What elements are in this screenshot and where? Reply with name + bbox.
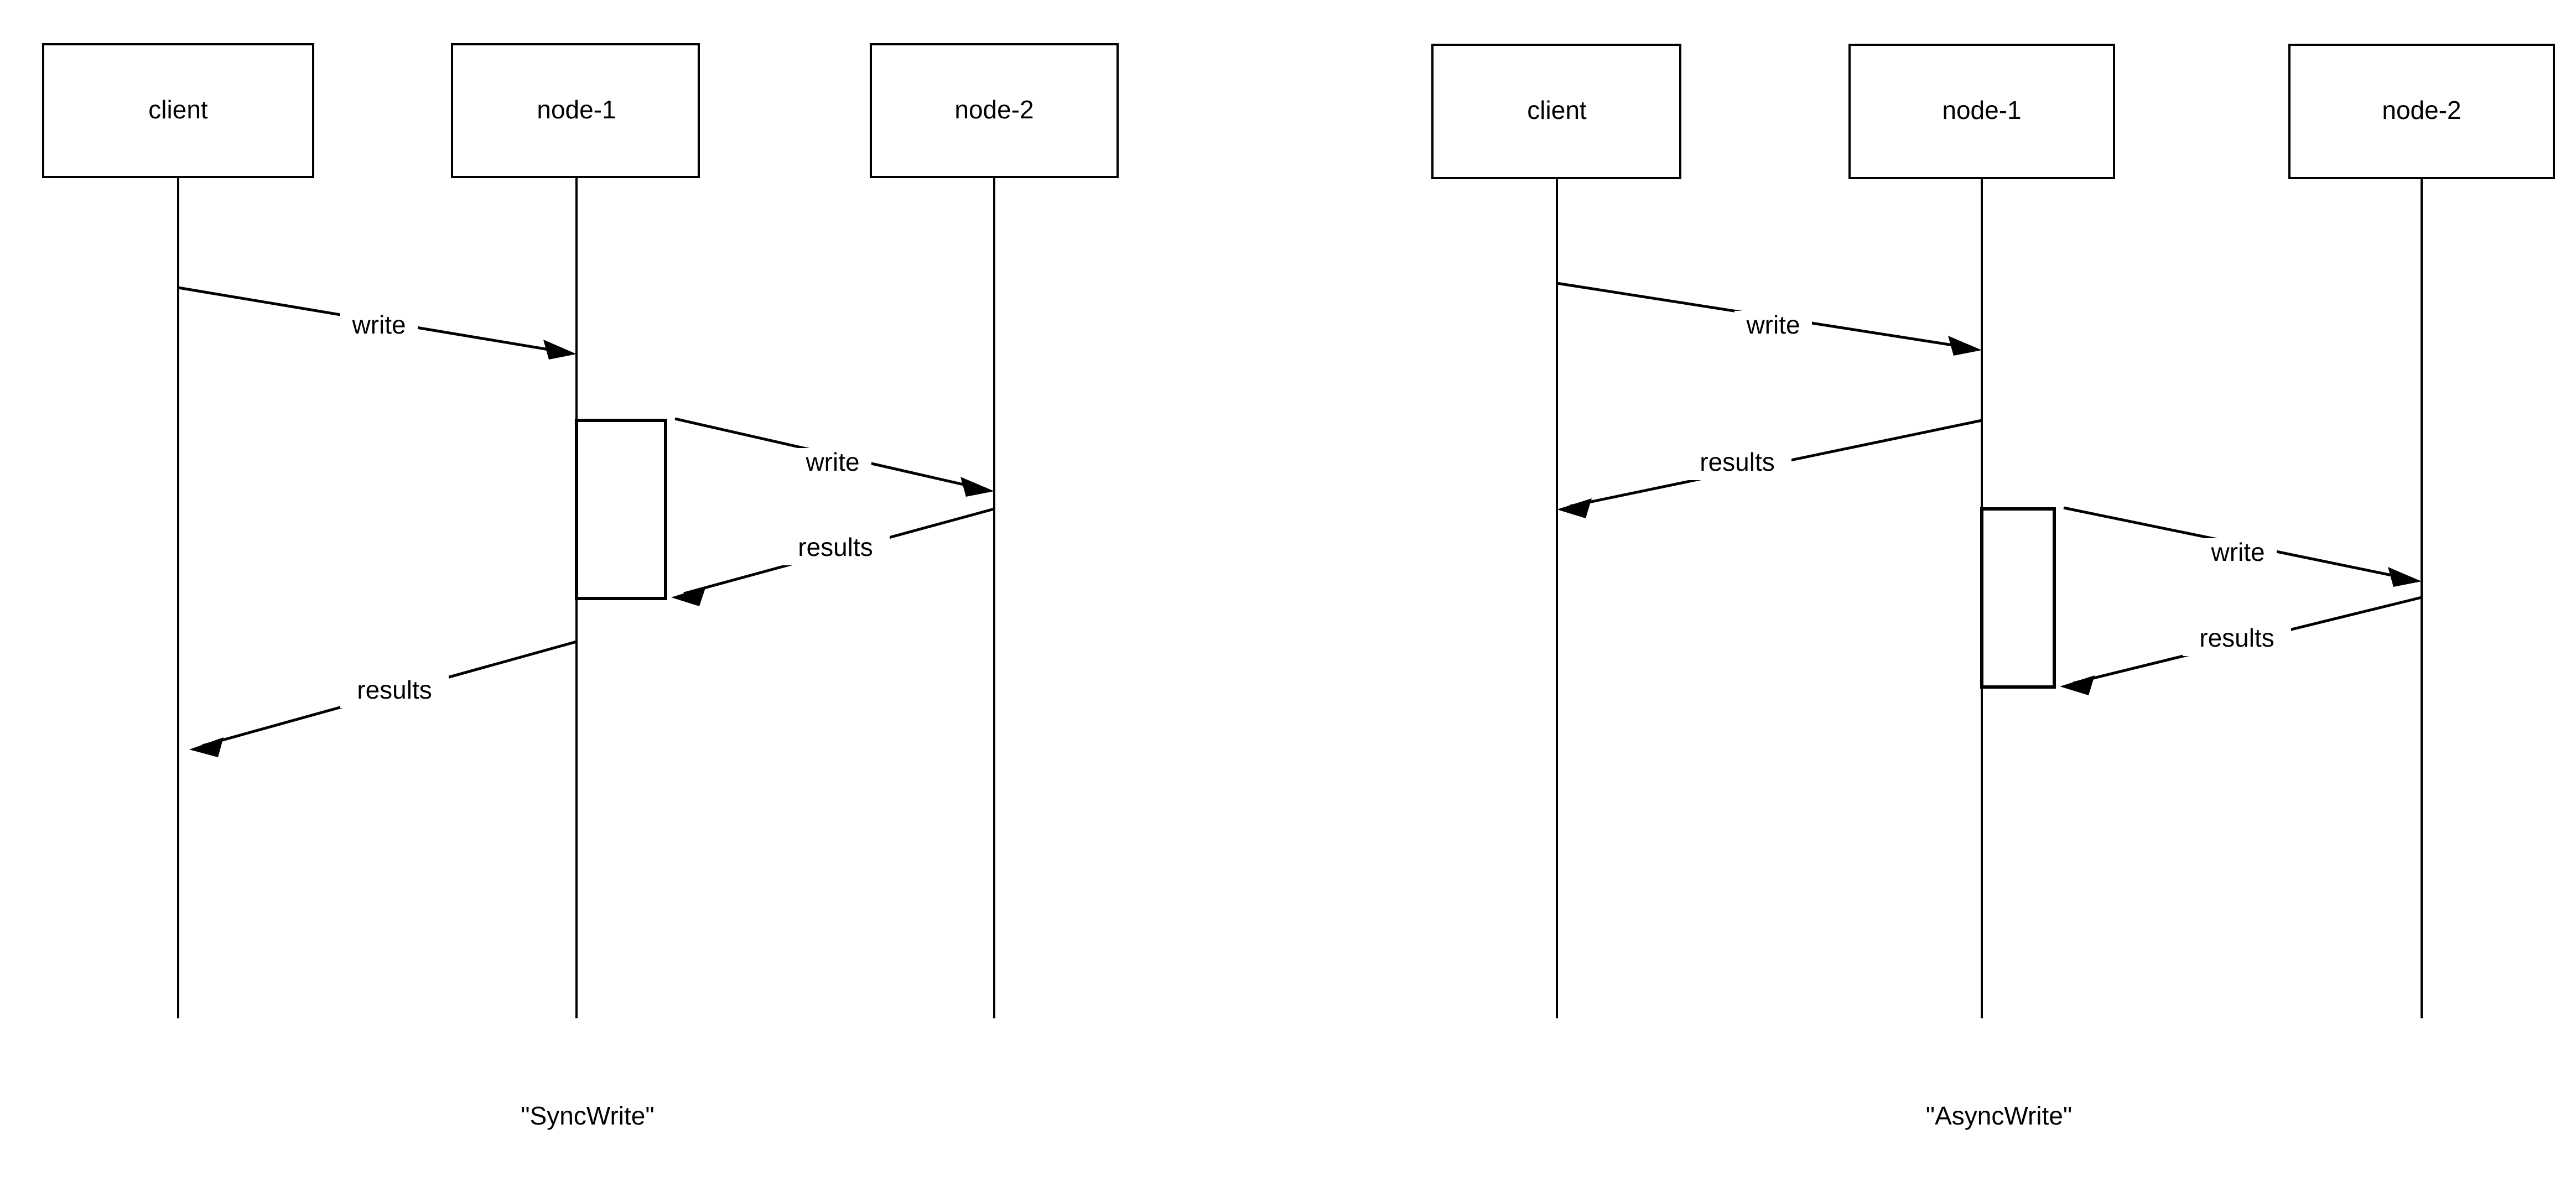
- message-write-client-to-node-1: write: [178, 286, 577, 360]
- message-results-node-1-to-client: results: [1557, 419, 1982, 518]
- message-label-write: write: [2210, 538, 2265, 566]
- activation-box-node-1: [575, 419, 667, 600]
- message-write-node-1-to-node-2: write: [674, 417, 994, 497]
- participant-label-client: client: [1527, 96, 1587, 124]
- participant-box-node-2: [870, 43, 1119, 178]
- participant-label-node-1: node-1: [1942, 96, 2021, 124]
- message-label-results: results: [357, 675, 432, 704]
- participant-box-node-2: [2288, 44, 2555, 179]
- participant-box-node-1: [451, 43, 700, 178]
- message-write-node-1-to-node-2: write: [2063, 506, 2422, 587]
- message-results-node-2-to-node-1: results: [2060, 596, 2422, 695]
- message-label-write: write: [1746, 310, 1800, 339]
- message-results-node-1-to-client: results: [189, 640, 577, 757]
- diagram-caption-async-write: "AsyncWrite": [1926, 1101, 2072, 1130]
- participant-label-node-1: node-1: [537, 95, 616, 124]
- message-write-client-to-node-1: write: [1556, 282, 1982, 356]
- participant-label-client: client: [148, 95, 208, 124]
- participant-label-node-2: node-2: [954, 95, 1033, 124]
- participant-box-client: [42, 43, 314, 178]
- participant-box-client: [1431, 44, 1681, 179]
- message-label-results: results: [798, 533, 872, 561]
- message-label-write: write: [351, 310, 406, 339]
- participant-label-node-2: node-2: [2382, 96, 2461, 124]
- message-label-results: results: [1700, 447, 1774, 476]
- message-results-node-2-to-node-1: results: [671, 507, 995, 606]
- participant-box-node-1: [1848, 44, 2115, 179]
- diagram-caption-sync-write: "SyncWrite": [521, 1101, 654, 1130]
- message-label-write: write: [805, 447, 859, 476]
- message-label-results: results: [2199, 623, 2274, 652]
- diagram-async-write: client node-1 node-2 write results: [1431, 44, 2555, 1130]
- activation-box-node-1: [1980, 507, 2056, 689]
- diagram-sync-write: client node-1 node-2 write write: [42, 43, 1119, 1130]
